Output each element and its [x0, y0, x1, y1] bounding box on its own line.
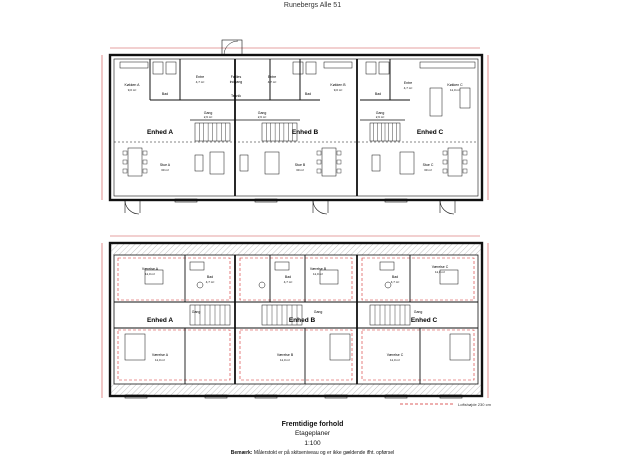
bedroom-c-bottom-label: Værelse C [387, 353, 404, 357]
upper-gang-c-label: Gang [376, 111, 385, 115]
bedroom-a-bottom-area: 11,0 m² [155, 358, 165, 362]
living-room-b-label: Stue B [295, 163, 306, 167]
kitchen-c-label: Køkken C [447, 83, 463, 87]
bedroom-a-top-label: Værelse A [142, 267, 159, 271]
living-room-a-label: Stue A [160, 163, 171, 167]
lower-gang-b-label: Gang [314, 310, 323, 314]
ceiling-height-legend: Loftshøjde 230 cm [458, 402, 491, 407]
lower-unit-c-label: Enhed C [411, 317, 438, 324]
lower-bath-a-label: Bad [207, 275, 213, 279]
lower-bath-b-area: 4,7 m² [284, 280, 293, 284]
bedroom-a-top-area: 11,0 m² [145, 272, 155, 276]
caption-note-label: Bemærk: [230, 450, 253, 456]
living-room-c-area: 30 m² [424, 168, 432, 172]
upper-bath-b-label: Bad [305, 92, 311, 96]
kitchen-b-area: 9,0 m² [334, 88, 343, 92]
living-room-a-area: 30 m² [161, 168, 169, 172]
common-entrance-label-2: indgang [230, 80, 243, 84]
bedroom-b-bottom-label: Værelse B [277, 353, 294, 357]
upper-bath-a-label: Bad [162, 92, 168, 96]
upper-gang-b-label: Gang [258, 111, 267, 115]
caption-subtitle: Etageplaner [294, 430, 331, 437]
caption-note: Bemærk: Målerstokt er på skitseniveau og… [0, 450, 625, 456]
bedroom-b-top-area: 11,0 m² [313, 272, 323, 276]
lower-unit-b-label: Enhed B [289, 317, 316, 324]
upper-unit-b-label: Enhed B [292, 129, 319, 136]
bedroom-b-top-label: Værelse B [310, 267, 327, 271]
lower-gang-a-label: Gang [192, 310, 201, 314]
upper-gang-a-label: Gang [204, 111, 213, 115]
bedroom-c-top-area: 11,0 m² [435, 270, 445, 274]
kitchen-a-area: 9,0 m² [128, 88, 137, 92]
living-room-c-label: Stue C [423, 163, 434, 167]
caption-scale: 1:100 [304, 440, 321, 447]
kitchen-b-label: Køkken B [330, 83, 346, 87]
upper-unit-a-label: Enhed A [147, 129, 173, 136]
upper-entre-a-label: Entre [196, 75, 204, 79]
bedroom-c-top-label: Værelse C [432, 265, 449, 269]
bedroom-b-bottom-area: 11,0 m² [280, 358, 290, 362]
upper-gang-b-area: 2,6 m² [258, 115, 267, 119]
lower-bath-c-area: 4,7 m² [391, 280, 400, 284]
kitchen-c-area: 11,0 m² [450, 88, 460, 92]
document-title: Runebergs Alle 51 [283, 2, 342, 9]
lower-bath-a-area: 4,7 m² [206, 280, 215, 284]
bedroom-a-bottom-label: Værelse A [152, 353, 169, 357]
kitchen-a-label: Køkken A [125, 83, 141, 87]
lower-bath-b-label: Bad [285, 275, 291, 279]
upper-bath-c-label: Bad [375, 92, 381, 96]
technical-room-label: Teknik [231, 94, 241, 98]
upper-gang-a-area: 2,6 m² [204, 115, 213, 119]
upper-gang-c-area: 2,6 m² [376, 115, 385, 119]
upper-floor-plan [101, 39, 489, 215]
upper-entre-c-area: 4,7 m² [404, 86, 413, 90]
living-room-b-area: 30 m² [296, 168, 304, 172]
caption-title: Fremtidige forhold [281, 421, 344, 428]
lower-unit-a-label: Enhed A [147, 317, 173, 324]
upper-unit-c-label: Enhed C [417, 129, 444, 136]
lower-floor-plan [101, 235, 489, 405]
caption-note-text: Målerstokt er på skitseniveau og er ikke… [253, 450, 395, 456]
lower-gang-c-label: Gang [414, 310, 423, 314]
upper-entre-b-area: 4,7 m² [268, 80, 277, 84]
lower-bath-c-label: Bad [392, 275, 398, 279]
upper-entre-a-area: 4,7 m² [196, 80, 205, 84]
upper-entre-b-label: Entre [268, 75, 276, 79]
bedroom-c-bottom-area: 11,0 m² [390, 358, 400, 362]
upper-entre-c-label: Entre [404, 81, 412, 85]
common-entrance-label-1: Fælles [231, 75, 242, 79]
